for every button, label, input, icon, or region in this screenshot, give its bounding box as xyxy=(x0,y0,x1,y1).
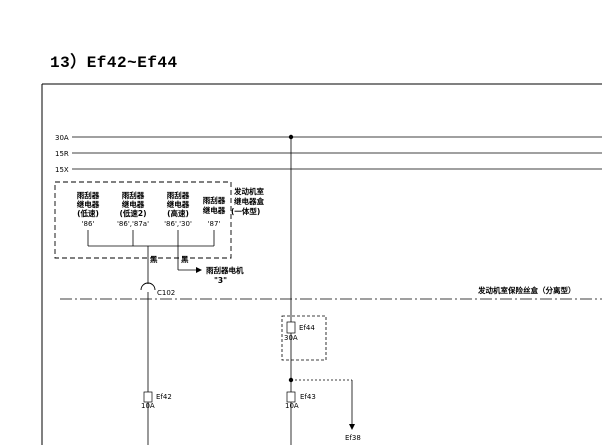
ef38-arrow-head xyxy=(349,424,355,430)
relay-box-title-line2: 继电器盒 xyxy=(234,196,264,206)
ef42-rating: 10A xyxy=(141,402,155,410)
relay-wiring xyxy=(87,230,215,280)
ef43-rating: 10A xyxy=(285,402,299,410)
motor-pin-label: "3" xyxy=(214,276,227,285)
rail-label-15x: 15X xyxy=(55,166,69,174)
relay-2-line3: (低速2) xyxy=(119,208,146,218)
motor-arrow-head xyxy=(196,267,202,273)
relay-3-line1: 雨刮器 xyxy=(167,190,190,200)
relay-3-line3: (高速) xyxy=(167,208,189,218)
fuse-ef44: Ef44 30A xyxy=(281,315,327,361)
relay-2-line2: 继电器 xyxy=(122,199,145,209)
relay-2-line1: 雨刮器 xyxy=(122,190,145,200)
ef44-rating: 30A xyxy=(284,334,298,342)
relay-4-line2: 继电器 xyxy=(203,205,226,215)
wire-color-label-1: 黑 xyxy=(150,254,158,264)
ef42-fuse-symbol xyxy=(143,391,153,403)
relay-1-line3: (低速) xyxy=(77,208,99,218)
power-rails: 30A 15R 15X xyxy=(55,134,602,174)
wire-color-label-2: 黑 xyxy=(181,254,189,264)
page-heading: 13）Ef42~Ef44 xyxy=(50,54,178,72)
fuse-ef43: Ef43 10A xyxy=(285,391,316,410)
connector-symbol xyxy=(140,282,156,291)
ef42-name: Ef42 xyxy=(156,393,172,401)
relay-3-line2: 继电器 xyxy=(167,199,190,209)
relay-box-title-line3: (一体型) xyxy=(231,206,260,216)
ef44-fuse-symbol xyxy=(286,321,296,334)
ef38-label: Ef38 xyxy=(345,434,361,442)
relay-4-pins: '87' xyxy=(208,220,221,228)
relay-2-pins: '86','87a' xyxy=(117,220,149,228)
rail-label-15r: 15R xyxy=(55,150,69,158)
relay-1-pins: '86' xyxy=(82,220,95,228)
relay-box-outline xyxy=(54,181,232,259)
connector-label: C102 xyxy=(157,289,175,297)
fuse-box-label: 发动机室保险丝盒（分离型） xyxy=(477,285,576,295)
connector-c102: C102 xyxy=(140,280,175,445)
relay-box: 雨刮器 继电器 (低速) '86' 雨刮器 继电器 (低速2) '86','87… xyxy=(54,181,264,259)
relay-4-line1: 雨刮器 xyxy=(203,195,226,205)
ef43-fuse-symbol xyxy=(286,391,296,403)
relay-1-line1: 雨刮器 xyxy=(77,190,100,200)
motor-label: 雨刮器电机 xyxy=(206,265,244,275)
relay-1-line2: 继电器 xyxy=(77,199,100,209)
rail-label-30a: 30A xyxy=(55,134,69,142)
ef44-name: Ef44 xyxy=(299,324,315,332)
relay-3-pins: '86','30' xyxy=(164,220,192,228)
relay-box-title-line1: 发动机室 xyxy=(233,186,264,196)
fuse-ef42: Ef42 10A xyxy=(141,391,172,410)
ef43-name: Ef43 xyxy=(300,393,316,401)
